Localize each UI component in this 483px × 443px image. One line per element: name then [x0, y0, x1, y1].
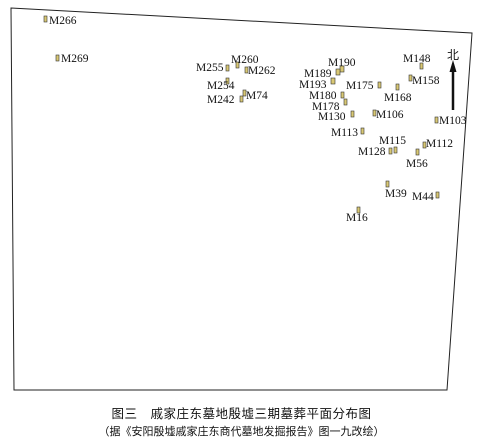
tomb-label: M175: [346, 80, 374, 92]
tomb-label: M269: [61, 53, 89, 65]
tomb-m255: M255: [196, 62, 230, 74]
tomb-label: M44: [412, 191, 434, 203]
tomb-marker: [235, 61, 240, 69]
tomb-marker: [242, 89, 247, 97]
tomb-m262: M262: [244, 65, 276, 77]
tomb-label: M16: [346, 212, 368, 224]
tomb-m189: M189: [304, 68, 341, 80]
tomb-m260: M260: [231, 54, 259, 69]
tomb-marker: [434, 116, 439, 124]
tomb-marker: [335, 68, 341, 76]
tomb-m254: M254: [207, 77, 235, 92]
tomb-label: M103: [439, 115, 467, 127]
tomb-label: M74: [246, 90, 268, 102]
tomb-m242: M242: [207, 94, 244, 106]
tomb-m115: M115: [379, 135, 406, 154]
tomb-m112: M112: [422, 138, 453, 150]
tomb-marker: [393, 146, 398, 154]
tomb-marker: [372, 109, 377, 117]
tomb-marker: [55, 54, 60, 62]
tomb-label: M190: [328, 57, 356, 69]
tomb-label: M242: [207, 94, 235, 106]
tomb-marker: [239, 95, 244, 103]
tomb-label: M168: [384, 92, 412, 104]
tomb-marker: [340, 91, 345, 99]
tomb-marker: [360, 127, 365, 135]
tomb-label: M178: [312, 101, 340, 113]
tomb-marker: [356, 206, 361, 214]
north-arrow-label: 北: [447, 48, 459, 62]
north-arrow: 北: [447, 48, 459, 110]
tomb-marker: [330, 77, 336, 85]
tomb-marker: [408, 74, 413, 82]
tomb-label: M112: [426, 138, 453, 150]
tomb-m130: M130: [318, 110, 355, 123]
tomb-m175: M175: [346, 80, 382, 92]
tomb-marker: [419, 62, 424, 70]
tomb-m180: M180: [309, 90, 345, 102]
tomb-label: M193: [299, 79, 327, 91]
tomb-marker: [43, 15, 48, 23]
tomb-m168: M168: [384, 83, 412, 104]
tomb-marker: [422, 141, 427, 149]
tomb-m106: M106: [372, 109, 404, 121]
tomb-label: M128: [358, 146, 386, 158]
tomb-m128: M128: [358, 146, 393, 158]
tomb-label: M113: [331, 127, 358, 139]
tomb-label: M255: [196, 62, 224, 74]
tomb-label: M262: [248, 65, 276, 77]
tomb-marker: [225, 64, 230, 72]
tomb-marker: [343, 98, 348, 106]
tomb-m158: M158: [408, 74, 440, 87]
tomb-marker: [244, 66, 249, 74]
tomb-label: M254: [207, 80, 235, 92]
tomb-m39: M39: [385, 180, 407, 200]
tomb-marker: [415, 148, 420, 156]
tomb-m269: M269: [55, 53, 89, 65]
cemetery-boundary: [10, 7, 473, 391]
figure-source-note: （据《安阳殷墟戚家庄东商代墓地发掘报告》图一九改绘）: [98, 425, 385, 438]
tomb-marker: [395, 83, 400, 91]
tomb-marker: [350, 110, 355, 118]
tomb-marker: [377, 81, 382, 89]
tomb-label: M115: [379, 135, 406, 147]
tomb-m113: M113: [331, 127, 365, 139]
tomb-label: M106: [376, 109, 404, 121]
tomb-marker: [388, 147, 393, 155]
tomb-m56: M56: [406, 148, 428, 170]
tomb-marker: [435, 191, 440, 199]
tomb-label: M130: [318, 111, 346, 123]
tomb-m148: M148: [403, 53, 431, 70]
tomb-label: M56: [406, 158, 428, 170]
figure-title: 图三 戚家庄东墓地殷墟三期墓葬平面分布图: [111, 406, 372, 421]
tomb-m74: M74: [242, 89, 268, 102]
tomb-label: M158: [412, 75, 440, 87]
tomb-m103: M103: [434, 115, 467, 127]
tomb-m16: M16: [346, 206, 368, 224]
tomb-m193: M193: [299, 77, 336, 91]
tomb-m190: M190: [328, 57, 356, 73]
tomb-marker: [385, 180, 390, 188]
tomb-label: M180: [309, 90, 337, 102]
tomb-label: M39: [385, 188, 407, 200]
tomb-label: M148: [403, 53, 431, 65]
tomb-label: M189: [304, 68, 332, 80]
tomb-m44: M44: [412, 191, 440, 203]
tomb-label: M260: [231, 54, 259, 66]
tomb-label: M266: [49, 15, 77, 27]
tomb-m178: M178: [312, 98, 348, 113]
north-arrow-head: [449, 60, 457, 72]
tomb-m266: M266: [43, 15, 77, 27]
tomb-marker: [225, 77, 230, 85]
